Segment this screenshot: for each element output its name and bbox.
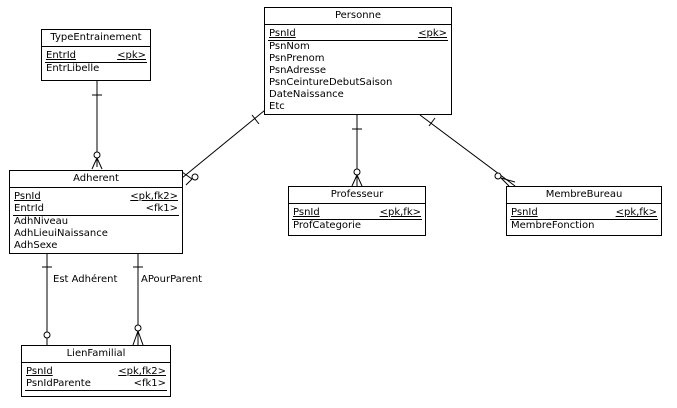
fk-tag: <fk1> <box>133 378 166 389</box>
pk-attribute: PsnId <box>511 207 538 218</box>
entity-professeur[interactable]: Professeur PsnId <pk,fk> ProfCategorie <box>288 186 426 236</box>
link-personne-adherent <box>181 105 271 186</box>
pk-row: PsnId <pk,fk> <box>511 207 657 219</box>
entity-title: MembreBureau <box>507 187 661 204</box>
entity-membrebureau[interactable]: MembreBureau PsnId <pk,fk> MembreFonctio… <box>506 186 662 236</box>
pk-tag: <pk,fk2> <box>118 366 166 377</box>
pk-row: PsnId <pk,fk2> <box>26 366 166 378</box>
relationship-label-apourparent: APourParent <box>141 274 203 285</box>
entity-title: Adherent <box>10 171 182 188</box>
entity-title: Professeur <box>289 187 425 204</box>
key-separator <box>292 219 422 220</box>
entity-adherent[interactable]: Adherent PsnId <pk,fk2> EntrId <fk1> Adh… <box>9 170 183 254</box>
attribute: PsnPrenom <box>269 53 325 64</box>
entity-title: Personne <box>265 8 451 25</box>
link-typeentrainement-adherent <box>91 81 103 170</box>
pk-attribute: EntrId <box>46 50 76 61</box>
key-separator <box>510 219 658 220</box>
attribute: AdhNiveau <box>14 216 69 227</box>
link-adherent-lienfamilial-est-adherent <box>42 254 52 345</box>
pk-tag: <pk,fk2> <box>130 191 178 202</box>
pk-tag: <pk,fk> <box>379 207 421 218</box>
relationship-label-est-adherent: Est Adhérent <box>53 274 118 285</box>
entity-typeentrainement[interactable]: TypeEntrainement EntrId <pk> EntrLibelle <box>41 29 151 81</box>
attribute: PsnNom <box>269 41 310 52</box>
fk-row: PsnIdParente <fk1> <box>26 378 166 390</box>
attribute: EntrLibelle <box>46 63 100 74</box>
link-adherent-lienfamilial-apourparent <box>132 254 144 346</box>
key-separator <box>268 40 448 41</box>
attribute: AdhLieuiNaissance <box>14 228 108 239</box>
pk-tag: <pk,fk> <box>615 207 657 218</box>
pk-row: EntrId <pk> <box>46 50 146 62</box>
entity-title: LienFamilial <box>22 346 170 363</box>
fk-attribute: PsnIdParente <box>26 378 91 389</box>
pk-row: PsnId <pk,fk> <box>293 207 421 219</box>
pk-attribute: PsnId <box>269 28 296 39</box>
pk-attribute: PsnId <box>293 207 320 218</box>
entity-title: TypeEntrainement <box>42 30 150 47</box>
fk-tag: <fk1> <box>145 203 178 214</box>
attribute: AdhSexe <box>14 240 58 251</box>
attribute: DateNaissance <box>269 89 344 100</box>
pk-row: PsnId <pk> <box>269 28 447 40</box>
attribute: ProfCategorie <box>293 220 362 231</box>
fk-attribute: EntrId <box>14 203 44 214</box>
fk-row: EntrId <fk1> <box>14 203 178 215</box>
attribute: PsnCeintureDebutSaison <box>269 77 393 88</box>
pk-attribute: PsnId <box>26 366 53 377</box>
pk-attribute: PsnId <box>14 191 41 202</box>
entity-personne[interactable]: Personne PsnId <pk> PsnNom PsnPrenom Psn… <box>264 7 452 115</box>
attribute: Etc <box>269 101 285 112</box>
link-personne-professeur <box>351 115 363 187</box>
entity-lienfamilial[interactable]: LienFamilial PsnId <pk,fk2> PsnIdParente… <box>21 345 171 397</box>
pk-tag: <pk> <box>117 50 146 61</box>
pk-row: PsnId <pk,fk2> <box>14 191 178 203</box>
attribute: MembreFonction <box>511 220 595 231</box>
key-separator <box>13 215 179 216</box>
pk-tag: <pk> <box>418 28 447 39</box>
attribute: PsnAdresse <box>269 65 327 76</box>
link-personne-membrebureau <box>419 114 516 187</box>
key-separator <box>25 390 167 391</box>
key-separator <box>45 62 147 63</box>
